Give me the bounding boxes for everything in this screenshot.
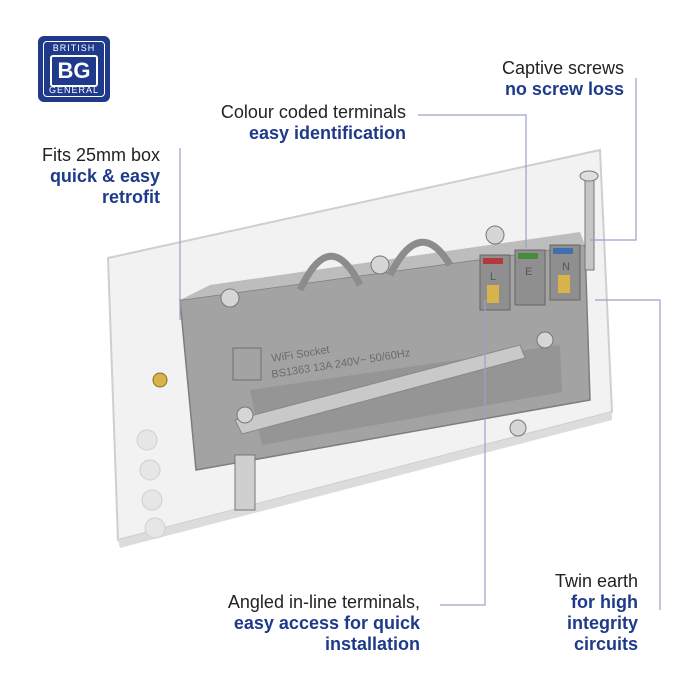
- screw: [370, 255, 390, 275]
- shutter-arch: [386, 238, 454, 277]
- knockout: [141, 489, 163, 511]
- callout-highlight: integrity: [566, 613, 638, 633]
- brass-contact: [558, 275, 570, 293]
- callout-colour-coded: Colour coded terminals easy identificati…: [221, 102, 406, 144]
- leader-twin-earth: [595, 299, 661, 610]
- callout-highlight: easy identification: [248, 123, 406, 143]
- callout-angled-inline: Angled in-line terminals, easy access fo…: [228, 592, 420, 655]
- captive-screw: [584, 174, 595, 271]
- screw: [236, 406, 254, 424]
- terminal-earth-mark: [518, 253, 538, 259]
- knockout: [136, 429, 158, 451]
- callout-lead: Twin earth: [554, 571, 638, 591]
- terminal-letter-e: E: [525, 266, 532, 278]
- body-recess: [250, 345, 562, 445]
- callout-lead: Colour coded terminals: [220, 102, 406, 122]
- callout-highlight: circuits: [573, 634, 638, 654]
- mount-hole: [152, 372, 168, 388]
- callout-fits-25mm: Fits 25mm box quick & easy retrofit: [42, 145, 160, 208]
- terminal-live-mark: [483, 258, 503, 264]
- logo-border: [43, 41, 105, 97]
- screw: [509, 419, 527, 437]
- screw: [536, 331, 554, 349]
- callout-highlight: for high: [571, 592, 638, 612]
- knockout: [144, 517, 166, 539]
- body-logo: [232, 347, 262, 381]
- callout-lead: Angled in-line terminals,: [227, 592, 420, 612]
- terminal-letter-l: L: [490, 271, 496, 283]
- callout-captive-screws: Captive screws no screw loss: [502, 58, 624, 100]
- leader-angled-inline: [440, 300, 486, 606]
- leader-captive-screws: [590, 78, 637, 241]
- screw-head: [579, 170, 599, 182]
- logo-bottom-text: GENERAL: [48, 85, 99, 95]
- leader-colour-coded: [418, 114, 527, 250]
- callout-lead: Fits 25mm box: [41, 145, 160, 165]
- terminal-neutral-mark: [553, 248, 573, 254]
- callout-highlight: no screw loss: [504, 79, 624, 99]
- logo-mark: BG: [50, 55, 98, 87]
- terminal-letter-n: N: [562, 261, 570, 273]
- logo-top-text: BRITISH: [52, 43, 96, 53]
- earth-stud: [234, 454, 256, 511]
- faceplate-edge: [118, 412, 612, 548]
- shutter-arch: [296, 252, 364, 292]
- callout-highlight: quick & easy: [49, 166, 160, 186]
- earth-bar: [234, 344, 526, 435]
- callout-highlight: installation: [324, 634, 420, 654]
- callout-highlight: easy access for quick: [233, 613, 420, 633]
- callout-twin-earth: Twin earth for high integrity circuits: [555, 571, 638, 655]
- callout-highlight: retrofit: [102, 187, 160, 207]
- screw: [220, 288, 240, 308]
- knockout: [139, 459, 161, 481]
- terminal-block: [514, 249, 546, 306]
- brass-contact: [487, 285, 499, 303]
- bg-logo: BRITISH BG GENERAL: [38, 36, 110, 102]
- callout-lead: Captive screws: [501, 58, 624, 78]
- screw: [485, 225, 505, 245]
